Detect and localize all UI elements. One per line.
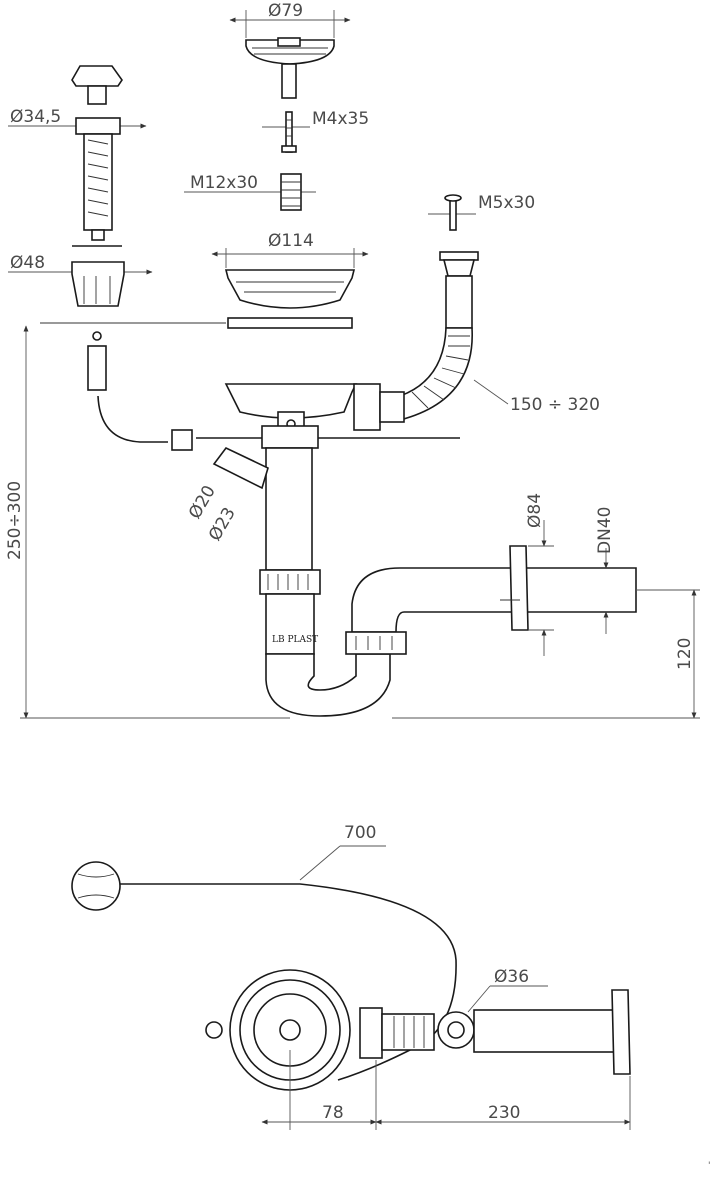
dim-m12x30: M12x30 <box>190 173 258 193</box>
corner-mark: ' <box>708 1161 710 1171</box>
dim-d48: Ø48 <box>10 253 45 273</box>
dim-dn40: DN40 <box>595 507 615 554</box>
dim-d23: Ø23 <box>205 504 240 544</box>
popup-plug <box>8 65 147 247</box>
screw-m5x30 <box>428 194 476 231</box>
siphon-top-view <box>71 845 631 1130</box>
bolt-m12x30 <box>184 173 316 211</box>
strainer-114 <box>40 248 369 329</box>
brand-mark: LB PLAST <box>272 635 318 645</box>
dim-w78: 78 <box>322 1103 344 1123</box>
dim-150-320: 150 ÷ 320 <box>510 395 600 415</box>
siphon-side-view <box>20 325 700 719</box>
dim-d34-5: Ø34,5 <box>10 107 61 127</box>
screw-m4x35 <box>262 111 310 153</box>
dim-d79: Ø79 <box>268 1 303 21</box>
dim-d36: Ø36 <box>494 967 529 987</box>
dim-h120: 120 <box>675 638 695 670</box>
dim-m5x30: M5x30 <box>478 193 535 213</box>
dim-w230: 230 <box>488 1103 520 1123</box>
overflow-hose <box>399 251 509 422</box>
dim-d114: Ø114 <box>268 231 314 251</box>
dim-700: 700 <box>344 823 376 843</box>
basket-strainer-79 <box>229 10 351 99</box>
dim-m4x35: M4x35 <box>312 109 369 129</box>
collar-48 <box>8 261 153 307</box>
dim-d84: Ø84 <box>525 493 545 528</box>
dim-h250-300: 250÷300 <box>5 481 25 560</box>
